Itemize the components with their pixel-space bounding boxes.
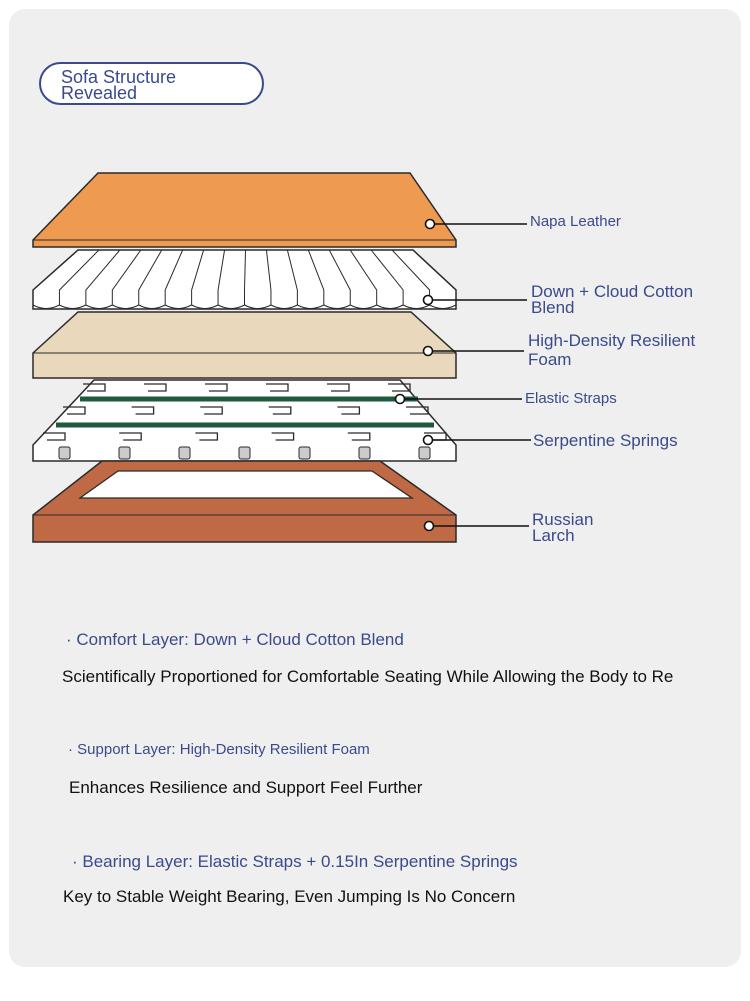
label-russian-larch: Russian Larch [532, 510, 594, 545]
spring-clip [178, 446, 191, 460]
label-napa-leather: Napa Leather [530, 213, 621, 230]
label-elastic-straps: Elastic Straps [525, 390, 617, 407]
section-body-bearing: Key to Stable Weight Bearing, Even Jumpi… [63, 887, 516, 906]
title-badge: Sofa Structure Revealed [39, 62, 264, 105]
section-body-support: Enhances Resilience and Support Feel Fur… [69, 778, 423, 797]
spring-layer [32, 379, 457, 462]
spring-clip [418, 446, 431, 460]
label-resilient-foam: High-Density Resilient Foam [528, 331, 696, 369]
leader-dot [422, 294, 434, 306]
section-heading-support: · Support Layer: High-Density Resilient … [68, 741, 370, 758]
leader-dot [424, 218, 436, 230]
cotton-layer [32, 249, 457, 310]
section-heading-comfort: · Comfort Layer: Down + Cloud Cotton Ble… [66, 630, 404, 649]
label-serpentine-springs: Serpentine Springs [533, 431, 678, 450]
larch-frame-layer [32, 460, 457, 543]
foam-layer [32, 311, 457, 379]
spring-clip [238, 446, 251, 460]
leather-layer [32, 172, 457, 248]
section-heading-bearing: · Bearing Layer: Elastic Straps + 0.15In… [72, 852, 518, 871]
section-body-comfort: Scientifically Proportioned for Comforta… [62, 667, 674, 686]
leader-dot [422, 434, 434, 446]
label-cotton-blend: Down + Cloud Cotton Blend [531, 282, 694, 317]
sofa-layer-diagram [32, 172, 531, 543]
spring-clip [58, 446, 71, 460]
leader-dot [423, 520, 435, 532]
spring-clip [358, 446, 371, 460]
spring-clip [118, 446, 131, 460]
page-title: Sofa Structure Revealed [61, 67, 177, 103]
spring-clip [298, 446, 311, 460]
leader-dot [394, 393, 406, 405]
leader-dot [422, 345, 434, 357]
